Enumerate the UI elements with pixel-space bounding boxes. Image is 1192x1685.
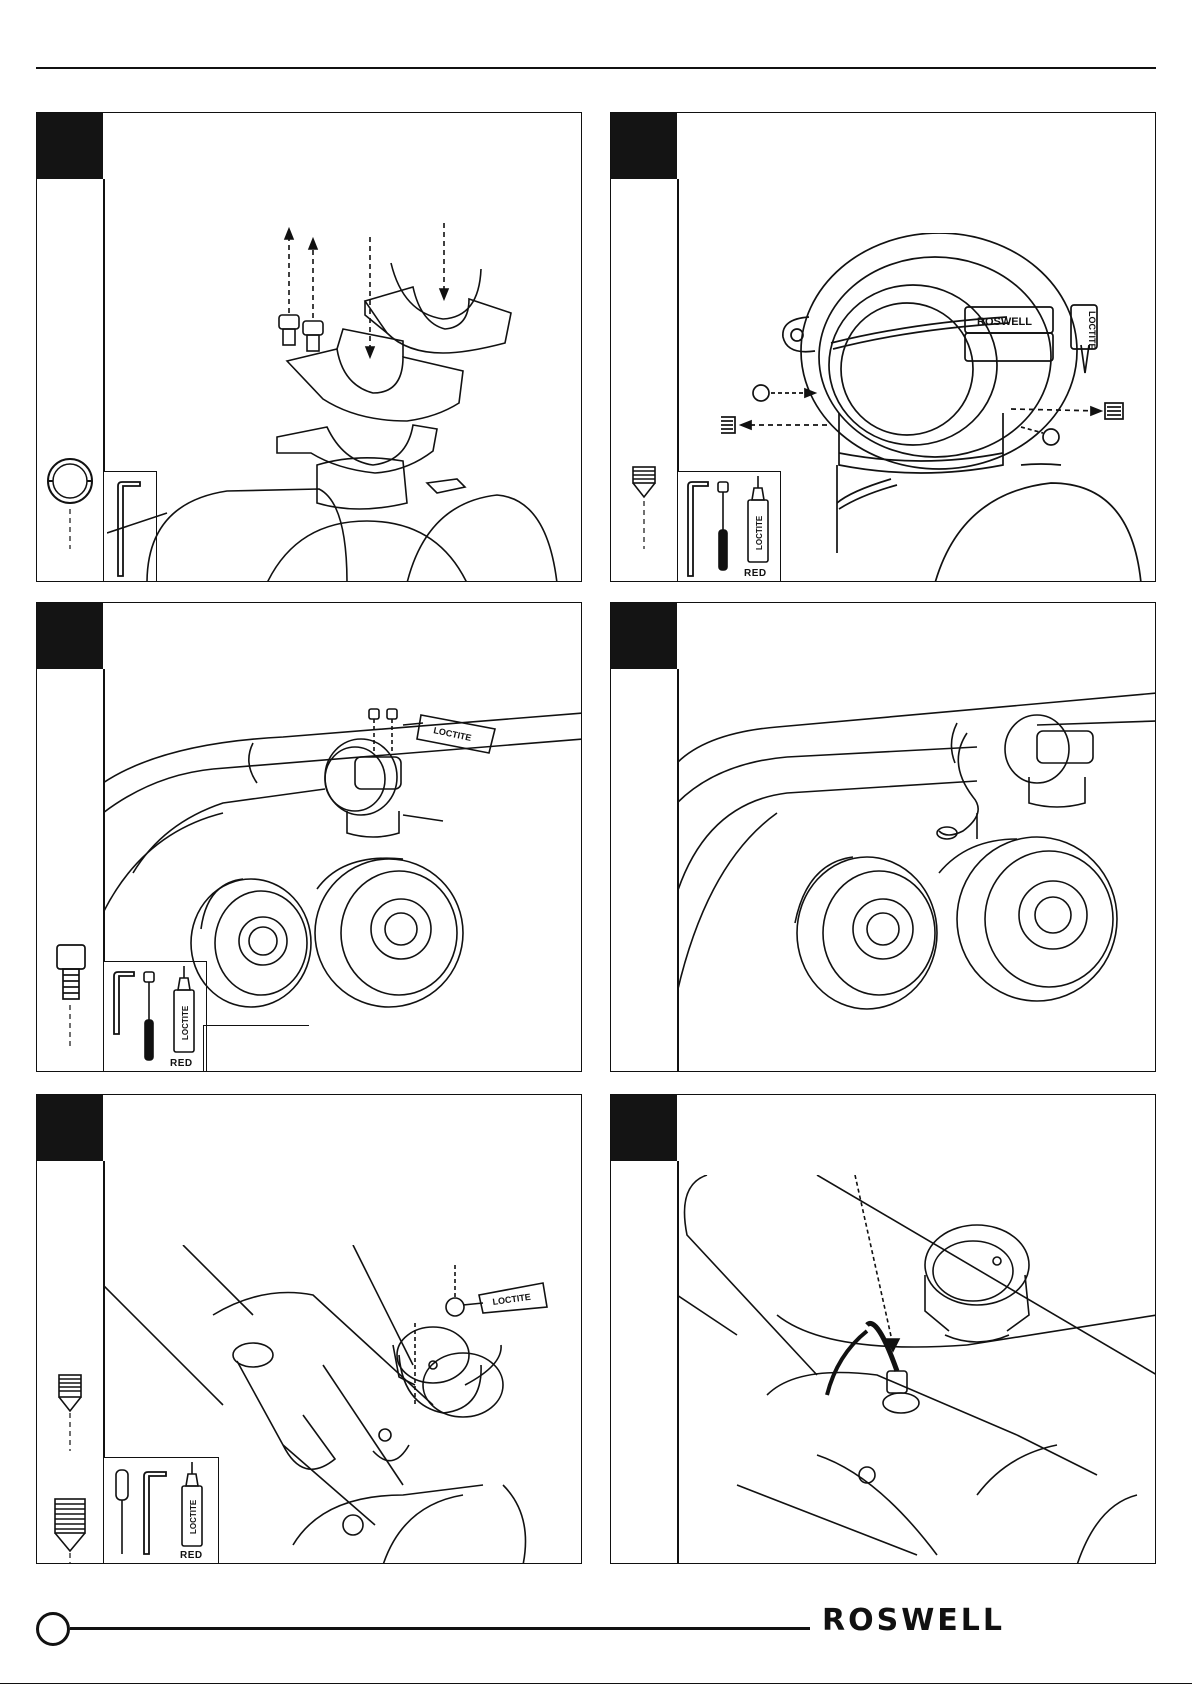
step-panel-5: LOCTITE RED: [36, 1094, 582, 1564]
self-tapping-screw-icon: [55, 1499, 85, 1551]
step-panel-2: LOCTITE RED ROSWELL: [610, 112, 1156, 582]
clamp-ring-icon: [48, 459, 92, 503]
parts-strip: [37, 179, 103, 581]
svg-text:LOCTITE: LOCTITE: [492, 1292, 532, 1307]
step-panel-4: [610, 602, 1156, 1072]
step-number-block: [37, 1095, 103, 1161]
step-number-block: [611, 1095, 677, 1161]
svg-text:LOCTITE: LOCTITE: [433, 725, 473, 743]
page-number-circle: [36, 1612, 70, 1646]
step-number-block: [611, 603, 677, 669]
step-number-block: [37, 603, 103, 669]
svg-text:ROSWELL: ROSWELL: [822, 1604, 1005, 1632]
svg-text:ROSWELL: ROSWELL: [977, 316, 1032, 328]
clamp-exploded-illustration: [107, 203, 582, 582]
set-screw-icon: [59, 1375, 81, 1411]
socket-cap-bolt-icon: [57, 945, 85, 999]
step-number-block: [37, 113, 103, 179]
parts-strip: [611, 179, 677, 581]
step-panel-1: [36, 112, 582, 582]
bottom-edge-rule: [0, 1683, 1192, 1684]
speaker-pod-wiring-illustration: LOCTITE: [103, 1245, 582, 1564]
roswell-logo: ROSWELL: [818, 1604, 1158, 1632]
footer-rule: [70, 1627, 810, 1630]
parts-strip: [37, 1161, 103, 1563]
step-panel-6: [610, 1094, 1156, 1564]
header-rule: [36, 67, 1156, 69]
strap-mounting-illustration: [677, 663, 1156, 1072]
clamp-set-screws-illustration: ROSWELL: [721, 233, 1156, 582]
mounted-speaker-illustration: LOCTITE: [103, 703, 582, 1072]
set-screw-icon: [633, 467, 655, 497]
parts-strip: [37, 669, 103, 1071]
connector-wiring-illustration: [677, 1175, 1156, 1564]
hex-key-icon: [688, 482, 708, 576]
step-number-block: [611, 113, 677, 179]
svg-text:LOCTITE: LOCTITE: [1087, 311, 1097, 350]
step-panel-3: LOCTITE RED LOCTITE: [36, 602, 582, 1072]
